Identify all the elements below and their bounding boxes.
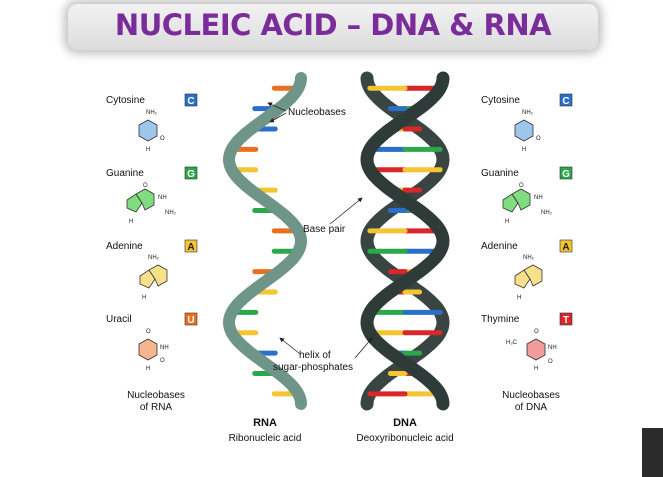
atom-label: O (160, 358, 165, 364)
page-title: NUCLEIC ACID – DNA & RNA (114, 8, 552, 42)
callout-helix-line1: helix of (299, 350, 331, 361)
callout-arrow (329, 197, 363, 225)
atom-label: NH₂ (165, 210, 177, 216)
uracil-molecule-icon: O NH O H (138, 329, 169, 372)
atom-label: H (517, 295, 521, 301)
dna-label: DNA (393, 417, 417, 429)
rna-helix (222, 72, 308, 410)
legend-label-guanine: Guanine (106, 168, 144, 179)
corner-panel (642, 428, 663, 477)
legend-label-adenine: Adenine (106, 241, 143, 252)
legend-label-uracil: Uracil (106, 314, 132, 325)
legend-label-cytosine: Cytosine (106, 95, 145, 106)
atom-label: NH₂ (148, 255, 160, 261)
atom-label: NH (158, 195, 167, 201)
badge-guanine (184, 166, 198, 180)
badge-guanine (559, 166, 573, 180)
badge-letter-cytosine: C (562, 96, 569, 107)
callouts: Nucleobases Base pair helix of sugar-pho… (267, 102, 373, 373)
atom-label: NH₂ (541, 210, 553, 216)
atom-label: NH₂ (523, 255, 535, 261)
thymine-molecule-icon: O H₃C NH O H (506, 329, 557, 372)
atom-label: O (548, 359, 553, 365)
legend-rna: Cytosine C NH₂ O H Guanine G O NH NH₂ H … (106, 93, 198, 413)
atom-label: H (146, 147, 150, 153)
callout-arrow (279, 337, 301, 355)
badge-letter-thymine: T (563, 315, 569, 326)
atom-label: O (160, 136, 165, 142)
badge-thymine (559, 312, 573, 326)
badge-letter-uracil: U (187, 315, 194, 326)
cytosine-molecule-icon: NH₂ O H (514, 110, 541, 153)
legend-label-guanine: Guanine (481, 168, 519, 179)
atom-label: H (522, 147, 526, 153)
badge-letter-cytosine: C (187, 96, 194, 107)
badge-letter-adenine: A (562, 242, 569, 253)
rna-full-label: Ribonucleic acid (229, 433, 302, 444)
dna-nucleobases-caption-1: Nucleobases (502, 390, 560, 401)
legend-label-cytosine: Cytosine (481, 95, 520, 106)
atom-label: NH₂ (146, 110, 158, 116)
atom-label: NH (548, 345, 557, 351)
guanine-molecule-icon: O NH NH₂ H (502, 183, 553, 225)
badge-uracil (184, 312, 198, 326)
atom-label: NH (534, 195, 543, 201)
atom-label: O (146, 329, 151, 335)
adenine-molecule-icon: NH₂ H (514, 255, 543, 301)
title-bar: NUCLEIC ACID – DNA & RNA (68, 4, 598, 50)
atom-label: O (536, 136, 541, 142)
badge-letter-guanine: G (187, 169, 195, 180)
atom-label: O (534, 329, 539, 335)
rna-label: RNA (253, 417, 277, 429)
dna-nucleobases-caption-2: of DNA (515, 402, 548, 413)
legend-label-adenine: Adenine (481, 241, 518, 252)
adenine-molecule-icon: NH₂ H (139, 255, 168, 301)
atom-label: NH (160, 345, 169, 351)
callout-arrow (269, 112, 287, 123)
backbone-strand-front (360, 71, 450, 411)
badge-letter-adenine: A (187, 242, 194, 253)
badge-adenine (559, 239, 573, 253)
callout-base-pair: Base pair (303, 224, 346, 235)
atom-label: H₃C (506, 340, 518, 346)
legend-label-thymine: Thymine (481, 314, 520, 325)
atom-label: O (143, 183, 148, 189)
badge-letter-guanine: G (562, 169, 570, 180)
atom-label: H (142, 295, 146, 301)
callout-arrow (267, 102, 287, 112)
backbone-strand-front (222, 72, 308, 410)
badge-cytosine (184, 93, 198, 107)
cytosine-molecule-icon: NH₂ O H (138, 110, 165, 153)
rna-nucleobases-caption-1: Nucleobases (127, 390, 185, 401)
callout-nucleobases: Nucleobases (288, 107, 346, 118)
atom-label: H (505, 219, 509, 225)
atom-label: H (534, 366, 538, 372)
dna-full-label: Deoxyribonucleic acid (356, 433, 453, 444)
atom-label: O (519, 183, 524, 189)
atom-label: NH₂ (522, 110, 534, 116)
badge-adenine (184, 239, 198, 253)
legend-dna: Cytosine C NH₂ O H Guanine G O NH NH₂ H … (481, 93, 573, 413)
callout-arrow (354, 337, 373, 359)
badge-cytosine (559, 93, 573, 107)
rna-nucleobases-caption-2: of RNA (140, 402, 173, 413)
atom-label: H (129, 219, 133, 225)
atom-label: H (146, 366, 150, 372)
dna-helix (360, 71, 450, 411)
backbone-strand-back (360, 71, 450, 411)
callout-helix-line2: sugar-phosphates (273, 362, 353, 373)
guanine-molecule-icon: O NH NH₂ H (126, 183, 177, 225)
